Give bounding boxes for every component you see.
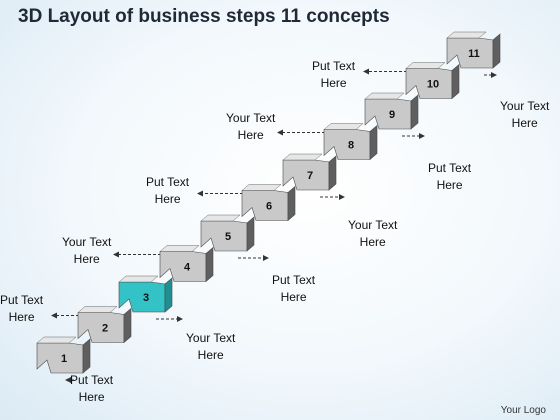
label-line1: Your Text [348,218,398,232]
step-top [241,184,282,191]
step-face [118,281,166,313]
step-1: 1 [36,336,91,374]
step-5: 5 [200,214,255,252]
step-top [364,92,405,100]
label-line1: Your Text [62,235,112,249]
label-line2: Here [511,116,538,130]
label-line1: Your Text [500,99,550,113]
label-line1: Your Text [186,331,236,345]
label-line1: Put Text [312,59,356,73]
step-face [405,68,453,99]
step-6: 6 [241,184,296,222]
step-number: 3 [143,292,149,304]
label-line1: Put Text [428,161,472,175]
step-number: 5 [225,231,231,243]
step-chevrons: 11 10 9 8 7 6 5 4 3 2 1 [36,31,501,374]
step-2: 2 [77,306,132,344]
step-number: 9 [389,109,395,121]
step-number: 7 [307,170,313,182]
step-11: 11 [446,31,501,69]
label-line2: Here [8,310,35,324]
step-top [323,123,364,130]
step-top [405,62,446,69]
step-side [287,185,296,222]
step-number: 4 [184,262,191,274]
step-side [82,338,91,374]
step-number: 10 [427,79,439,91]
label-line2: Here [320,76,347,90]
step-top [159,245,200,252]
label-line2: Here [154,192,181,206]
step-side [246,216,255,252]
step-face [77,312,125,343]
step-top [36,336,77,344]
label-line1: Your Text [226,111,276,125]
step-face [323,129,371,160]
label-line1: Put Text [0,293,44,307]
step-side [164,277,173,313]
label-line2: Here [359,235,386,249]
step-side [205,246,214,283]
step-9: 9 [364,92,419,130]
step-side [369,124,378,161]
step-8: 8 [323,123,378,161]
step-top [118,275,159,283]
step-number: 8 [348,140,354,152]
label-line2: Here [197,348,224,362]
step-side [451,63,460,100]
step-top [282,153,323,161]
step-10: 10 [405,62,460,100]
step-number: 2 [102,323,108,335]
label-line2: Here [237,128,264,142]
step-face [159,251,207,282]
step-top [200,214,241,222]
logo-text: Your Logo [500,405,546,416]
step-number: 1 [61,353,67,365]
step-top [446,31,487,39]
label-line2: Here [73,252,100,266]
step-number: 11 [468,48,480,60]
step-face [36,342,84,374]
label-line2: Here [78,390,105,404]
step-3: 3 [118,275,173,313]
step-7: 7 [282,153,337,191]
label-line1: Put Text [70,373,114,387]
step-side [492,33,501,69]
step-face [241,190,289,221]
label-line2: Here [436,178,463,192]
step-side [328,155,337,191]
label-line2: Here [280,290,307,304]
step-top [77,306,118,313]
step-number: 6 [266,201,272,213]
step-side [123,307,132,344]
step-4: 4 [159,245,214,283]
label-line1: Put Text [272,273,316,287]
step-face [446,37,494,69]
step-side [410,94,419,130]
step-face [364,98,412,130]
step-face [200,220,248,252]
page-title: 3D Layout of business steps 11 concepts [18,6,390,27]
step-face [282,159,330,191]
label-line1: Put Text [146,175,190,189]
